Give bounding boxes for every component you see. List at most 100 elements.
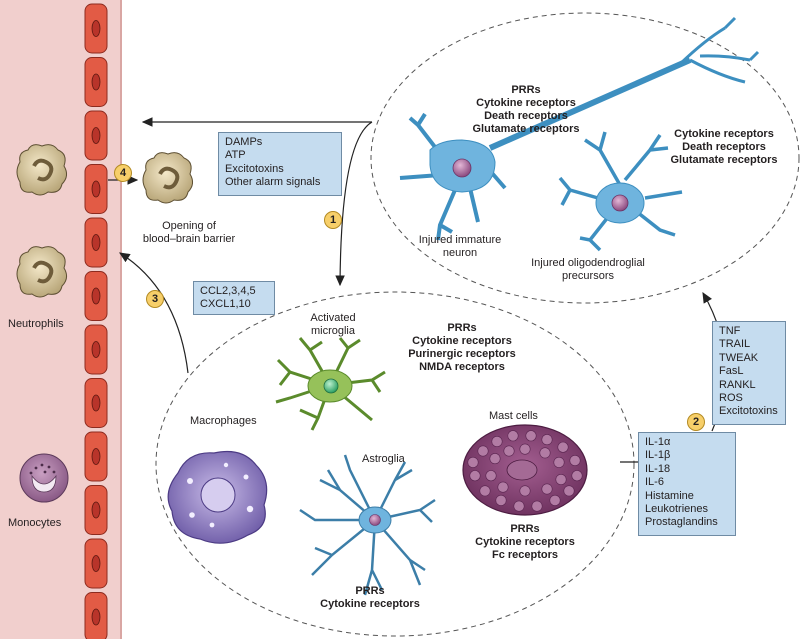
astroglia-receptor-prrs: PRRs (355, 585, 385, 597)
microglia-label-line-2: microglia (310, 325, 355, 337)
neuron-receptor-death: Death receptors (484, 110, 568, 122)
endothelial-cell (84, 217, 108, 268)
monocytes-label: Monocytes (8, 517, 62, 529)
oligodendroglia-label-line-2: precursors (562, 270, 614, 282)
endothelial-cells (84, 3, 108, 639)
mast-cell-granule (477, 445, 489, 457)
mast-cell-granule (525, 430, 537, 442)
mast-cell-receptor-prrs: PRRs (510, 523, 540, 535)
neutrophils-label: Neutrophils (8, 318, 64, 330)
oligodendroglial-precursor (558, 131, 683, 252)
endothelial-cell (84, 431, 108, 482)
mast-cell-receptor-fc: Fc receptors (491, 549, 559, 561)
endothelial-cell (84, 538, 108, 589)
microglia-receptor-cytokine: Cytokine receptors (412, 335, 512, 347)
endothelial-cell (84, 3, 108, 54)
microglia-receptor-list: PRRs Cytokine receptors Purinergic recep… (400, 322, 524, 374)
step-badge-3: 3 (146, 290, 164, 308)
mast-cell-granule (469, 470, 481, 482)
neuron-label-line-2: neuron (442, 247, 478, 259)
neuron-receptor-list: PRRs Cytokine receptors Death receptors … (466, 84, 586, 136)
death-signal-item: FasL (719, 365, 744, 378)
astroglia-cell (299, 454, 436, 596)
chemokine-item: CCL2,3,4,5 (200, 285, 256, 297)
mast-cell (462, 424, 588, 516)
bbb-label-line-1: Opening of (162, 220, 216, 232)
step-badge-2: 2 (687, 413, 705, 431)
neuron-label-line-1: Injured immature (418, 234, 502, 246)
endothelial-cell (84, 485, 108, 535)
mast-cell-granule (495, 494, 507, 506)
oligodendroglia-receptor-glutamate: Glutamate receptors (670, 154, 778, 166)
endothelial-cell (84, 57, 108, 107)
astroglia-receptor-cytokine: Cytokine receptors (320, 598, 420, 610)
endothelial-cell (84, 164, 108, 214)
injured-neuron (399, 16, 760, 241)
neuronal-region (370, 12, 800, 304)
death-signals-box: TNF TRAIL TWEAK FasL RANKL ROS Excitotox… (712, 321, 786, 425)
microglia-receptor-nmda: NMDA receptors (419, 361, 505, 373)
neuron-receptor-prrs: PRRs (511, 84, 541, 96)
astroglia-receptor-list: PRRs Cytokine receptors (315, 585, 425, 611)
oligodendroglia-receptor-cytokine: Cytokine receptors (674, 128, 774, 140)
mediator-item: IL-6 (645, 476, 664, 489)
mast-cell-granule (531, 500, 543, 512)
activated-microglia (275, 337, 386, 431)
step-badge-1: 1 (324, 211, 342, 229)
arrow-step1 (335, 121, 373, 287)
astroglia-label: Astroglia (362, 453, 405, 465)
mediator-item: Prostaglandins (645, 516, 718, 529)
bbb-label-line-2: blood–brain barrier (142, 233, 236, 245)
mast-cell-receptor-list: PRRs Cytokine receptors Fc receptors (465, 523, 585, 562)
death-signal-item: ROS (719, 392, 743, 405)
macrophage-cell (167, 450, 268, 544)
microglia-receptor-purinergic: Purinergic receptors (408, 348, 516, 360)
chemokines-box: CCL2,3,4,5 CXCL1,10 (193, 281, 275, 315)
alarm-signal-item: Other alarm signals (225, 176, 321, 189)
mast-cell-granule (519, 443, 531, 455)
bbb-opening-label: Opening of blood–brain barrier (120, 220, 258, 246)
mast-cell-granule (507, 430, 519, 442)
mast-cell-granule (513, 500, 525, 512)
mast-cell-granule (569, 454, 581, 466)
oligodendroglia-receptor-list: Cytokine receptors Death receptors Gluta… (667, 128, 781, 167)
mast-cell-granule (503, 445, 515, 457)
oligodendroglia-label: Injured oligodendroglial precursors (520, 257, 656, 283)
mediator-item: Leukotrienes (645, 503, 708, 516)
death-signal-item: TRAIL (719, 338, 751, 351)
alarm-signal-item: Excitotoxins (225, 162, 284, 175)
endothelial-cell (84, 324, 108, 375)
mast-cell-granule (553, 456, 565, 468)
neuron-label: Injured immature neuron (405, 234, 515, 260)
mast-cell-granule (563, 485, 575, 497)
neuron-receptor-glutamate: Glutamate receptors (472, 123, 580, 135)
mast-cell-granule (571, 470, 583, 482)
monocyte-cell (19, 453, 69, 503)
neutrophil-cell (16, 246, 68, 298)
mast-cell-granule (485, 470, 497, 482)
mast-cell-granule (541, 483, 553, 495)
mediator-item: Histamine (645, 489, 694, 502)
death-signal-item: TWEAK (719, 351, 759, 364)
oligodendroglia-label-line-1: Injured oligodendroglial (531, 257, 645, 269)
mast-cell-granule (539, 447, 551, 459)
mast-cell-granule (519, 485, 531, 497)
arrow-step3 (118, 252, 189, 374)
oligodendroglia-receptor-death: Death receptors (682, 141, 766, 153)
alarm-signal-item: DAMPs (225, 136, 263, 148)
mediator-item: IL-1β (645, 449, 671, 462)
death-signal-item: TNF (719, 325, 741, 337)
endothelial-cell (84, 592, 108, 639)
neuron-receptor-cytokine: Cytokine receptors (476, 97, 576, 109)
endothelial-cell (84, 110, 108, 161)
microglia-label: Activated microglia (298, 312, 368, 338)
chemokine-item: CXCL1,10 (200, 298, 251, 311)
mast-cells-label: Mast cells (489, 410, 538, 422)
neutrophil-in-vessel (16, 144, 68, 196)
mast-cell-granule (467, 456, 479, 468)
mediator-item: IL-1α (645, 436, 671, 448)
endothelial-cell (84, 271, 108, 321)
mast-cell-granule (489, 453, 501, 465)
alarm-signal-item: ATP (225, 149, 246, 162)
inflammatory-mediators-box: IL-1α IL-1β IL-18 IL-6 Histamine Leukotr… (638, 432, 736, 536)
